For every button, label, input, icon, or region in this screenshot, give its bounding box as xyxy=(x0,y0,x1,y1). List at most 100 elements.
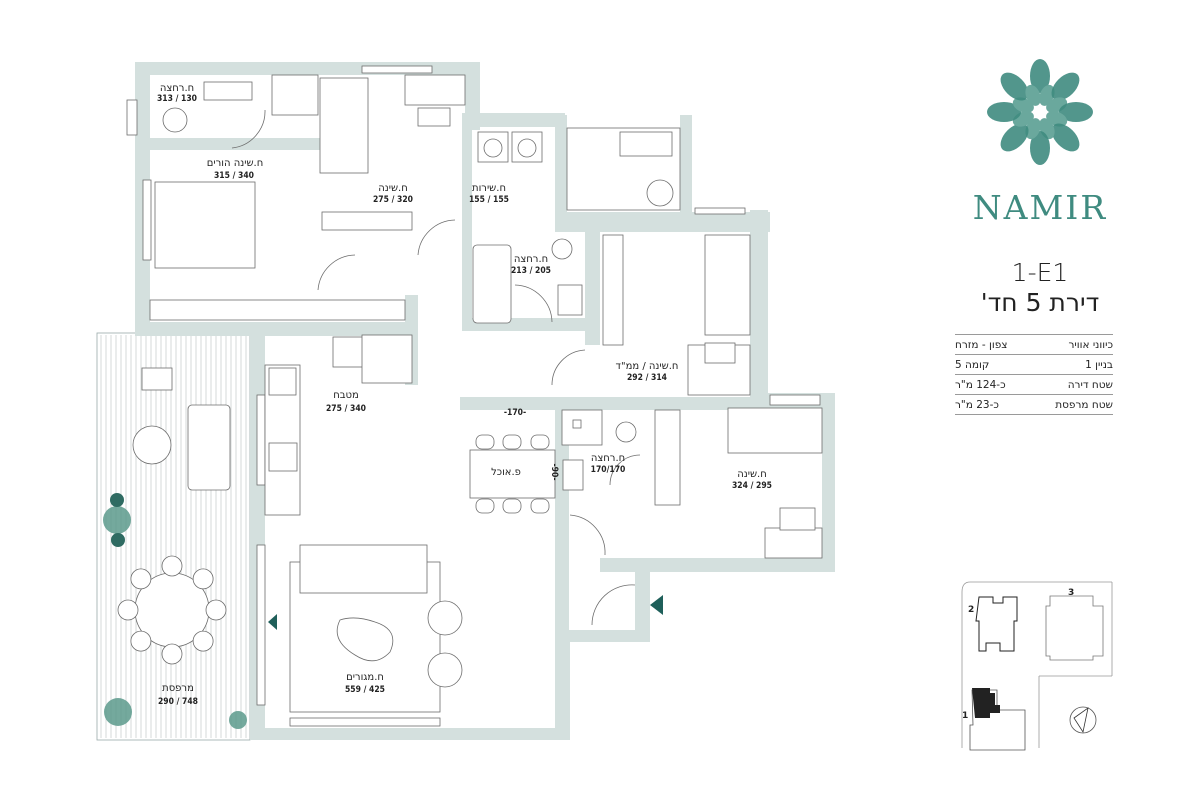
building-2 xyxy=(975,596,1018,652)
balcony-chair xyxy=(130,630,152,652)
wardrobe xyxy=(602,234,624,346)
room-dims: 313 / 130 xyxy=(157,94,197,104)
logo-leaf xyxy=(1025,84,1041,106)
spec-row: שטח מרפסת כ-23 מ"ר xyxy=(955,394,1113,415)
chair xyxy=(502,498,522,514)
wardrobe xyxy=(321,211,413,231)
logo-leaf xyxy=(1051,123,1080,152)
logo-leaf xyxy=(1000,123,1029,152)
logo-leaf xyxy=(1030,59,1050,93)
building-label: 2 xyxy=(968,605,974,615)
dining-depth-mark: -90- xyxy=(549,464,559,481)
north-arrow-icon xyxy=(1069,706,1097,734)
toilet xyxy=(162,107,188,133)
namir-logo-icon xyxy=(987,59,1093,165)
room-dims: 213 / 205 xyxy=(511,266,551,276)
room-name: ח.רחצה xyxy=(514,254,548,265)
room-name: ח.שינה xyxy=(378,183,408,194)
room-name: ח.שינה / ממ"ד xyxy=(616,361,679,372)
logo-leaf xyxy=(1000,72,1029,101)
furniture xyxy=(117,74,823,713)
chair xyxy=(475,434,495,450)
double-bed xyxy=(154,181,256,269)
wardrobe xyxy=(654,409,681,506)
bed xyxy=(319,77,369,174)
wardrobe xyxy=(149,299,406,321)
room-dims: 315 / 340 xyxy=(214,171,254,181)
spec-label: כיווני אוויר xyxy=(1068,338,1113,351)
room-name: פ.אוכל xyxy=(491,467,521,478)
walls xyxy=(135,62,835,740)
coffee-table xyxy=(336,617,394,662)
spec-value: קומה 5 xyxy=(955,358,990,371)
apartment-code: 1-E1 xyxy=(1011,258,1069,287)
current-unit-marker xyxy=(972,688,1000,718)
logo-leaf xyxy=(987,102,1021,122)
chair xyxy=(530,498,550,514)
room-dims: 170/170 xyxy=(591,465,626,475)
bathtub xyxy=(472,244,512,324)
balcony-chair xyxy=(117,599,139,621)
chair xyxy=(530,434,550,450)
room-name: ח.שירות xyxy=(472,183,506,194)
balcony-chair xyxy=(161,555,183,577)
sink xyxy=(203,81,253,101)
spec-row: כיווני אוויר צפון - מזרח xyxy=(955,334,1113,354)
dining-width-mark: -170- xyxy=(504,408,526,418)
room-name: ח.רחצה xyxy=(591,453,625,464)
stove xyxy=(268,367,297,396)
doors xyxy=(231,109,641,626)
balcony-chair xyxy=(161,643,183,665)
entrance-arrow-icon xyxy=(268,614,277,630)
balcony-chair xyxy=(130,568,152,590)
site-plan: 2 3 1 xyxy=(961,581,1113,751)
room-dims: 292 / 314 xyxy=(627,373,667,383)
room-name: מטבח xyxy=(333,390,359,401)
plants xyxy=(103,493,247,729)
spec-label: שטח דירה xyxy=(1067,378,1113,391)
spec-row: שטח דירה כ-124 מ"ר xyxy=(955,374,1113,394)
room-name: ח.מגורים xyxy=(346,672,384,683)
chair xyxy=(475,498,495,514)
room-dims: 155 / 155 xyxy=(469,195,509,205)
room-dims: 275 / 340 xyxy=(326,404,366,414)
room-dims: 290 / 748 xyxy=(158,697,198,707)
balcony-chair xyxy=(192,568,214,590)
spec-value: צפון - מזרח xyxy=(955,338,1008,351)
spec-value: כ-23 מ"ר xyxy=(955,398,999,411)
room-labels: ח.רחצה 313 / 130 ח.שינה הורים 315 / 340 … xyxy=(157,83,772,707)
spec-label: שטח מרפסת xyxy=(1055,398,1113,411)
room-name: ח.שינה xyxy=(737,469,767,480)
building-label: 1 xyxy=(962,711,968,721)
spec-row: בניין 1 קומה 5 xyxy=(955,354,1113,374)
kitchen-sink xyxy=(268,442,298,472)
desk xyxy=(404,74,466,106)
balcony-chair xyxy=(205,599,227,621)
room-dims: 275 / 320 xyxy=(373,195,413,205)
logo-center xyxy=(1034,106,1046,118)
entrance-arrow-icon xyxy=(650,595,663,615)
windows xyxy=(126,65,821,727)
room-dims: 324 / 295 xyxy=(732,481,772,491)
room-dims: 559 / 425 xyxy=(345,685,385,695)
armchair xyxy=(427,600,463,636)
room-name: ח.שינה הורים xyxy=(207,158,264,169)
room-name: מרפסת xyxy=(162,683,194,694)
lounge-sofa xyxy=(187,404,231,491)
bed xyxy=(727,407,823,454)
balcony-chair xyxy=(192,630,214,652)
brand-name: NAMIR xyxy=(972,188,1108,227)
dining-table xyxy=(469,449,556,499)
armchair xyxy=(427,652,463,688)
logo-leaf xyxy=(1030,131,1050,165)
chair xyxy=(502,434,522,450)
sofa xyxy=(299,544,428,594)
specs-table: כיווני אוויר צפון - מזרח בניין 1 קומה 5 שט… xyxy=(955,334,1113,415)
logo-leaf xyxy=(1059,102,1093,122)
apartment-type: דירת 5 חד' xyxy=(980,288,1100,317)
spec-label: בניין 1 xyxy=(1085,358,1113,371)
room-name: ח.רחצה xyxy=(160,83,194,94)
building-3 xyxy=(1045,595,1104,661)
spec-value: כ-124 מ"ר xyxy=(955,378,1006,391)
bed xyxy=(704,234,751,336)
